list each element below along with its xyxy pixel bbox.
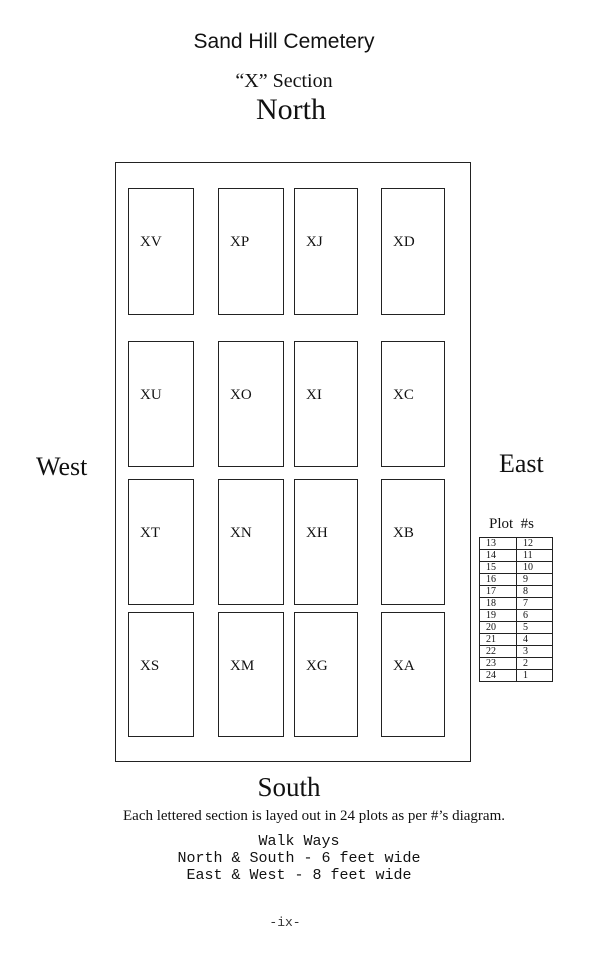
plot-section-xn: XN (218, 479, 284, 605)
plot-section-xm: XM (218, 612, 284, 737)
plot-section-xo: XO (218, 341, 284, 467)
plot-number-cell: 20 (479, 621, 517, 634)
plot-number-cell: 19 (479, 609, 517, 622)
east-label: East (499, 449, 544, 478)
plot-number-cell: 5 (516, 621, 553, 634)
plot-section-xp: XP (218, 188, 284, 315)
plot-section-label: XP (230, 234, 250, 250)
plot-section-xg: XG (294, 612, 358, 737)
plot-section-label: XH (306, 525, 328, 541)
plot-section-xt: XT (128, 479, 194, 605)
plot-numbers-heading: Plot #s (489, 516, 535, 532)
plot-section-xb: XB (381, 479, 445, 605)
plot-section-label: XV (140, 234, 162, 250)
plot-section-label: XS (140, 658, 160, 674)
plot-section-label: XD (393, 234, 415, 250)
plot-number-cell: 2 (516, 657, 553, 670)
plot-number-cell: 7 (516, 597, 553, 610)
plot-number-cell: 1 (516, 669, 553, 682)
section-boundary: XV XP XJ XD XU XO XI XC XT XN XH XB XS XM XG XA (115, 162, 471, 762)
plot-number-cell: 22 (479, 645, 517, 658)
plot-section-xa: XA (381, 612, 445, 737)
plot-number-cell: 6 (516, 609, 553, 622)
plot-number-cell: 9 (516, 573, 553, 586)
plot-section-label: XI (306, 387, 322, 403)
plot-section-label: XC (393, 387, 414, 403)
south-label: South (257, 772, 321, 802)
plot-section-label: XU (140, 387, 162, 403)
plot-section-label: XB (393, 525, 414, 541)
page-number: -ix- (269, 915, 301, 930)
west-label: West (36, 452, 88, 481)
plot-section-label: XT (140, 525, 160, 541)
section-subtitle: “X” Section (235, 70, 333, 92)
plot-number-cell: 15 (479, 561, 517, 574)
layout-note: Each lettered section is layed out in 24… (123, 808, 505, 824)
walkways-east-west: East & West - 8 feet wide (186, 867, 412, 884)
plot-section-xc: XC (381, 341, 445, 467)
page-title: Sand Hill Cemetery (193, 30, 375, 53)
plot-section-label: XG (306, 658, 328, 674)
plot-section-xs: XS (128, 612, 194, 737)
plot-number-cell: 24 (479, 669, 517, 682)
plot-number-cell: 14 (479, 549, 517, 562)
plot-section-label: XN (230, 525, 252, 541)
plot-section-xv: XV (128, 188, 194, 315)
plot-section-xd: XD (381, 188, 445, 315)
plot-number-cell: 12 (516, 537, 553, 550)
plot-section-xj: XJ (294, 188, 358, 315)
plot-number-cell: 21 (479, 633, 517, 646)
plot-number-cell: 3 (516, 645, 553, 658)
plot-section-label: XA (393, 658, 415, 674)
plot-section-label: XO (230, 387, 252, 403)
plot-number-cell: 23 (479, 657, 517, 670)
plot-number-cell: 8 (516, 585, 553, 598)
walkways-heading: Walk Ways (258, 833, 340, 850)
plot-section-label: XJ (306, 234, 323, 250)
plot-section-xu: XU (128, 341, 194, 467)
plot-section-label: XM (230, 658, 255, 674)
plot-number-cell: 16 (479, 573, 517, 586)
plot-number-cell: 10 (516, 561, 553, 574)
plot-section-xi: XI (294, 341, 358, 467)
plot-number-cell: 13 (479, 537, 517, 550)
plot-number-cell: 18 (479, 597, 517, 610)
plot-section-xh: XH (294, 479, 358, 605)
plot-number-cell: 4 (516, 633, 553, 646)
north-label: North (256, 93, 326, 126)
plot-number-cell: 17 (479, 585, 517, 598)
walkways-north-south: North & South - 6 feet wide (177, 850, 421, 867)
plot-number-cell: 11 (516, 549, 553, 562)
